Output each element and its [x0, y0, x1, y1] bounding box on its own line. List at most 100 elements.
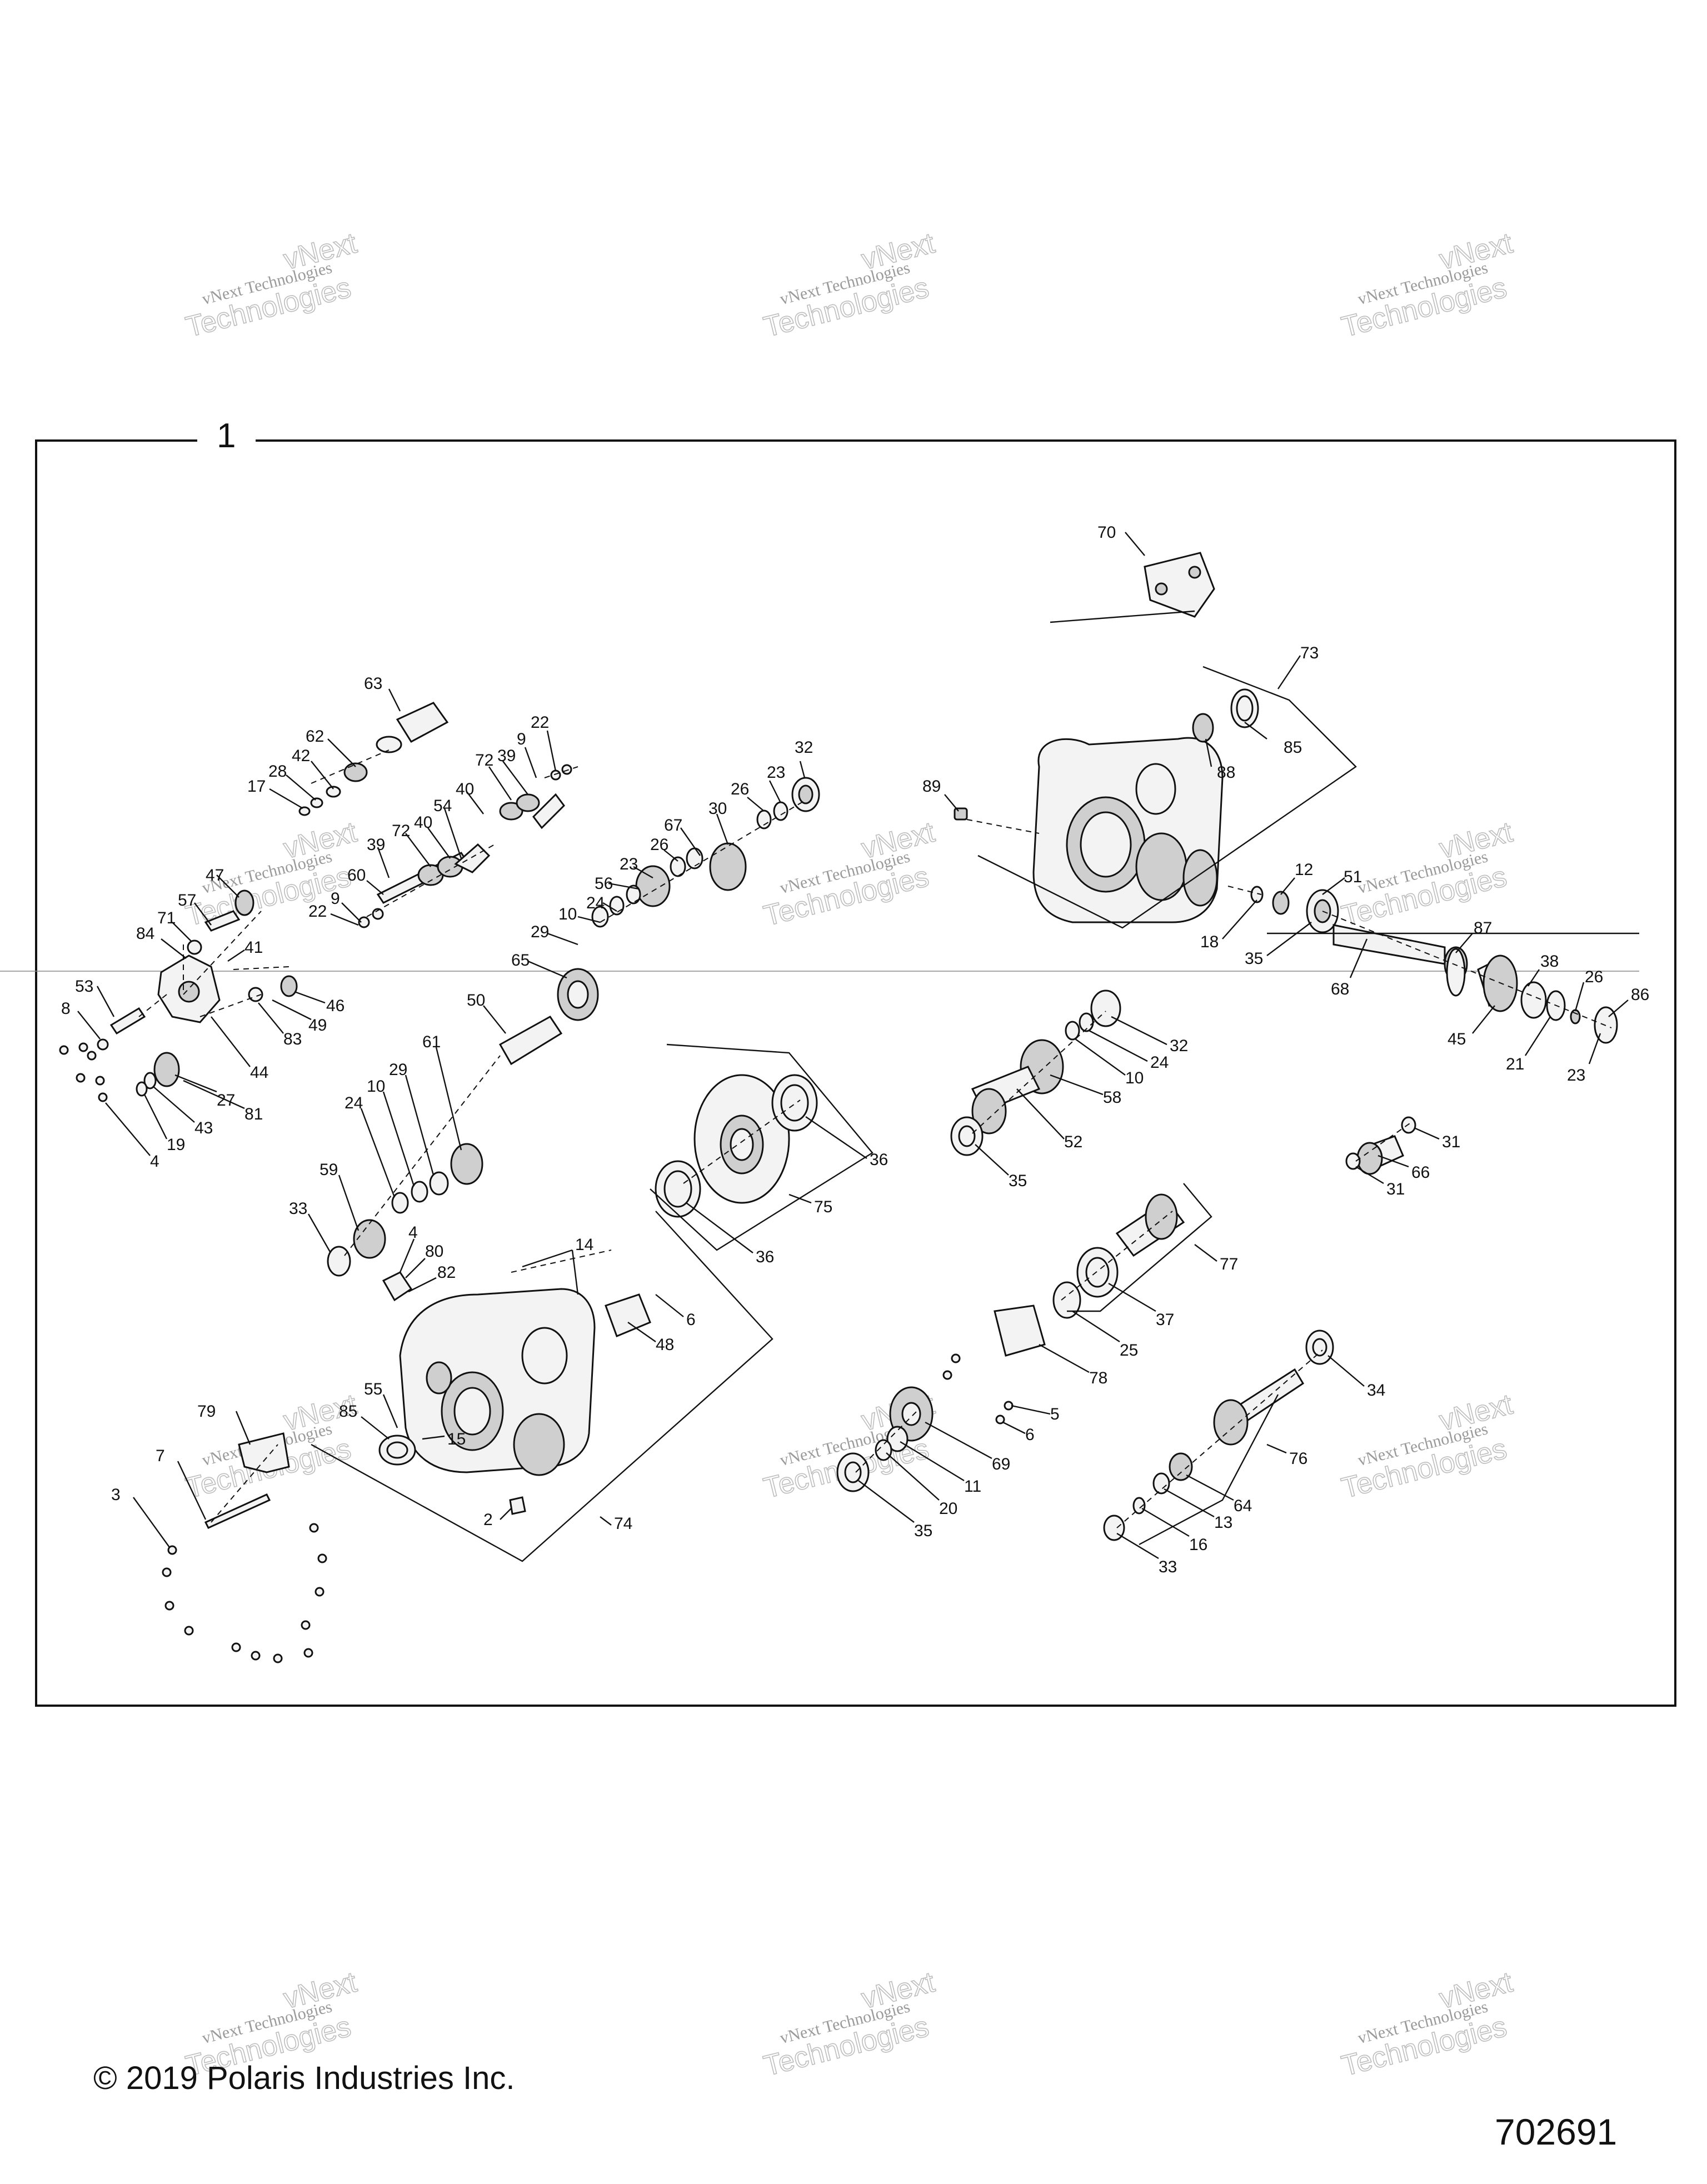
- hub-56: [635, 865, 671, 907]
- callout-51: 51: [1344, 868, 1362, 886]
- callout-6b: 6: [1025, 1426, 1035, 1444]
- callout-9: 9: [517, 730, 526, 748]
- callout-10b: 10: [367, 1077, 385, 1096]
- watermark: vNext Technologies vNext Technologies: [1338, 227, 1516, 344]
- callout-43: 43: [194, 1119, 213, 1137]
- callout-40: 40: [456, 780, 474, 798]
- watermark: vNext Technologies vNext Technologies: [760, 227, 939, 344]
- callout-69: 69: [992, 1455, 1010, 1473]
- callout-39: 39: [497, 747, 516, 765]
- callout-87: 87: [1474, 919, 1492, 937]
- callout-81: 81: [244, 1105, 263, 1123]
- callout-47: 47: [206, 866, 224, 884]
- callout-35b: 35: [1009, 1172, 1027, 1190]
- callout-16: 16: [1189, 1536, 1207, 1554]
- callout-24b: 24: [345, 1094, 363, 1112]
- callout-3: 3: [111, 1486, 121, 1504]
- callout-63: 63: [364, 674, 382, 693]
- callout-53: 53: [75, 977, 93, 996]
- callout-72b: 72: [392, 822, 410, 840]
- hub-59: [353, 1219, 386, 1259]
- bearing-33: [327, 1246, 351, 1277]
- callout-88: 88: [1217, 763, 1235, 782]
- cover-78: [994, 1305, 1046, 1357]
- plug-2: [509, 1496, 526, 1515]
- callout-39b: 39: [367, 836, 385, 854]
- callout-72: 72: [475, 751, 493, 769]
- o-ring-25: [1052, 1281, 1081, 1319]
- callout-33b: 33: [1159, 1558, 1177, 1576]
- callout-25: 25: [1120, 1341, 1138, 1360]
- callout-59: 59: [320, 1161, 338, 1179]
- callout-4: 4: [150, 1152, 159, 1171]
- callout-45: 45: [1448, 1030, 1466, 1048]
- gear-67: [709, 842, 747, 891]
- callout-49: 49: [308, 1016, 327, 1034]
- callout-36: 36: [870, 1151, 888, 1169]
- callout-86: 86: [1631, 986, 1649, 1004]
- callout-70: 70: [1097, 523, 1116, 542]
- case-half-73: [1032, 737, 1224, 923]
- callout-62: 62: [306, 727, 324, 746]
- ring-gear-75: [693, 1074, 790, 1204]
- callout-85: 85: [1284, 738, 1302, 757]
- callout-83: 83: [283, 1030, 302, 1048]
- watermark: vNext Technologies vNext Technologies: [182, 227, 361, 344]
- shift-fork-upper: [499, 793, 565, 829]
- callout-52: 52: [1064, 1133, 1082, 1151]
- watermark: vNext Technologies vNext Technologies: [1338, 1966, 1516, 2083]
- watermark: vNext Technologies vNext Technologies: [760, 1966, 939, 2083]
- callout-22: 22: [531, 713, 549, 732]
- bearing-33b: [1103, 1515, 1125, 1541]
- callout-26b: 26: [731, 780, 749, 798]
- callout-38: 38: [1540, 952, 1559, 971]
- callout-2: 2: [483, 1511, 493, 1529]
- callout-32b: 32: [1170, 1037, 1188, 1055]
- watermark: vNext Technologies vNext Technologies: [182, 816, 361, 933]
- callout-65: 65: [511, 951, 530, 969]
- callout-42: 42: [292, 747, 310, 765]
- callout-35: 35: [1245, 949, 1263, 968]
- callout-58: 58: [1103, 1088, 1121, 1107]
- callout-67: 67: [664, 816, 682, 834]
- callout-8: 8: [61, 999, 71, 1018]
- callout-74: 74: [614, 1515, 632, 1533]
- case-half-74: [399, 1288, 596, 1476]
- callout-18: 18: [1200, 933, 1219, 951]
- bracket-79: [238, 1432, 290, 1473]
- callout-31b: 31: [1386, 1180, 1405, 1198]
- callout-35c: 35: [914, 1522, 932, 1540]
- callout-75: 75: [814, 1198, 832, 1216]
- callout-30: 30: [708, 799, 727, 818]
- callout-7: 7: [156, 1447, 165, 1465]
- callout-13: 13: [1214, 1513, 1232, 1532]
- callout-10: 10: [558, 905, 577, 923]
- callout-77: 77: [1220, 1255, 1238, 1273]
- callout-26: 26: [1585, 968, 1603, 986]
- callout-46: 46: [326, 997, 345, 1015]
- callout-6: 6: [686, 1311, 696, 1329]
- callout-44: 44: [250, 1063, 268, 1082]
- watermark: vNext Technologies vNext Technologies: [1338, 1388, 1516, 1505]
- callout-85b: 85: [339, 1402, 357, 1421]
- bolt-7: [204, 1493, 271, 1529]
- callout-61: 61: [422, 1033, 441, 1051]
- callout-23b: 23: [767, 763, 785, 782]
- bearing-38: [1520, 981, 1547, 1019]
- callout-21: 21: [1506, 1055, 1524, 1073]
- callout-80: 80: [425, 1242, 443, 1261]
- callout-55: 55: [364, 1380, 382, 1398]
- watermark: vNext Technologies vNext Technologies: [760, 816, 939, 933]
- cover-48: [605, 1293, 651, 1337]
- callout-76: 76: [1289, 1450, 1307, 1468]
- callout-20: 20: [939, 1500, 957, 1518]
- callout-32: 32: [795, 738, 813, 757]
- shaft-68: [1332, 924, 1446, 965]
- callout-89: 89: [922, 777, 941, 796]
- assembly-number: 1: [217, 417, 236, 455]
- watermarks: vNext Technologies vNext Technologies vN…: [182, 227, 1516, 2083]
- callout-22b: 22: [308, 902, 327, 921]
- shift-drum-63: [396, 702, 449, 743]
- callout-4b: 4: [408, 1223, 418, 1242]
- callout-82: 82: [437, 1263, 456, 1282]
